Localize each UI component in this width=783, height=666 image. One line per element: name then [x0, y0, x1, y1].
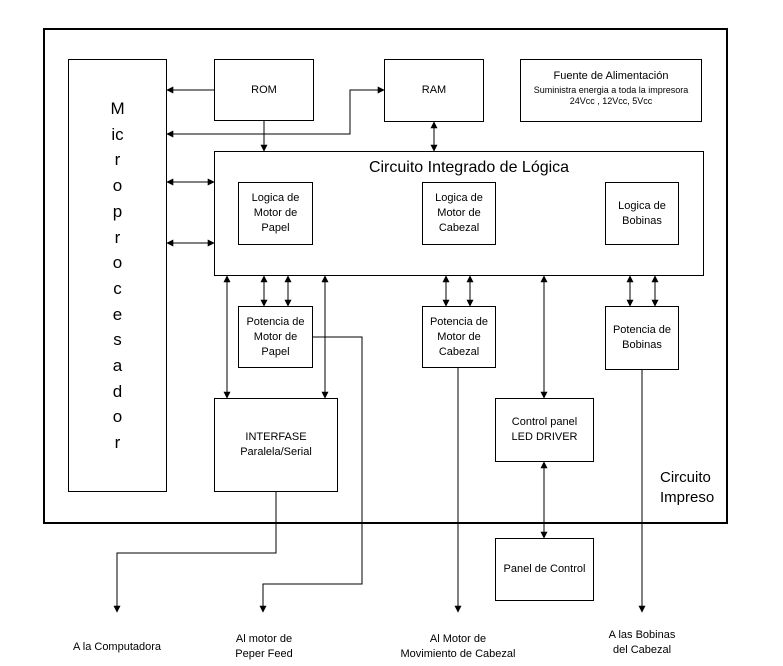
head-motor-logic-label: Logica de Motor de Cabezal [435, 192, 483, 234]
ram-block: RAM [384, 59, 484, 122]
rom-block: ROM [214, 59, 314, 121]
head-motor-logic-block: Logica de Motor de Cabezal [422, 182, 496, 245]
to-computer-label: A la Computadora [72, 641, 162, 653]
paper-motor-logic-block: Logica de Motor de Papel [238, 182, 313, 245]
printed-circuit-label: Circuito Impreso [660, 469, 715, 506]
interface-label: INTERFASE Paralela/Serial [240, 431, 312, 458]
coil-power-label: Potencia de Bobinas [612, 324, 672, 351]
power-supply-title: Fuente de Alimentación [553, 70, 669, 82]
logic-ic-block: Circuito Integrado de Lógica [214, 151, 704, 276]
micro-ram-bus [166, 86, 385, 138]
to-head-motor-label: Al Motor de Movimiento de Cabezal [400, 633, 516, 660]
interface-block: INTERFASE Paralela/Serial [214, 398, 338, 492]
head-motor-power-block: Potencia de Motor de Cabezal [422, 306, 496, 368]
power-supply-description: Suministra energia a toda la impresora 2… [533, 85, 689, 106]
paper-motor-power-block: Potencia de Motor de Papel [238, 306, 313, 368]
led-driver-block: Control panel LED DRIVER [495, 398, 594, 462]
logic-ic-title: Circuito Integrado de Lógica [368, 159, 570, 176]
microprocessor-block: Microprocesador [68, 59, 167, 492]
microprocessor-label: Microprocesador [110, 99, 125, 453]
potpapel-feed-wire [259, 336, 363, 613]
coil-power-block: Potencia de Bobinas [605, 306, 679, 370]
coil-logic-block: Logica de Bobinas [605, 182, 679, 245]
led-driver-label: Control panel LED DRIVER [511, 416, 578, 443]
head-motor-power-label: Potencia de Motor de Cabezal [429, 315, 489, 358]
to-head-coils-label: A las Bobinas del Cabezal [608, 629, 676, 656]
to-paper-feed-label: Al motor de Peper Feed [235, 633, 293, 660]
printed-circuit-board [43, 28, 728, 524]
paper-motor-power-label: Potencia de Motor de Papel [246, 315, 305, 358]
rom-label: ROM [251, 83, 277, 96]
control-panel-label: Panel de Control [503, 563, 586, 575]
ram-label: RAM [421, 84, 447, 96]
power-supply-block: Fuente de Alimentación Suministra energi… [520, 59, 702, 122]
paper-motor-logic-label: Logica de Motor de Papel [251, 192, 300, 234]
coil-logic-label: Logica de Bobinas [618, 199, 666, 227]
control-panel-block: Panel de Control [495, 538, 594, 601]
